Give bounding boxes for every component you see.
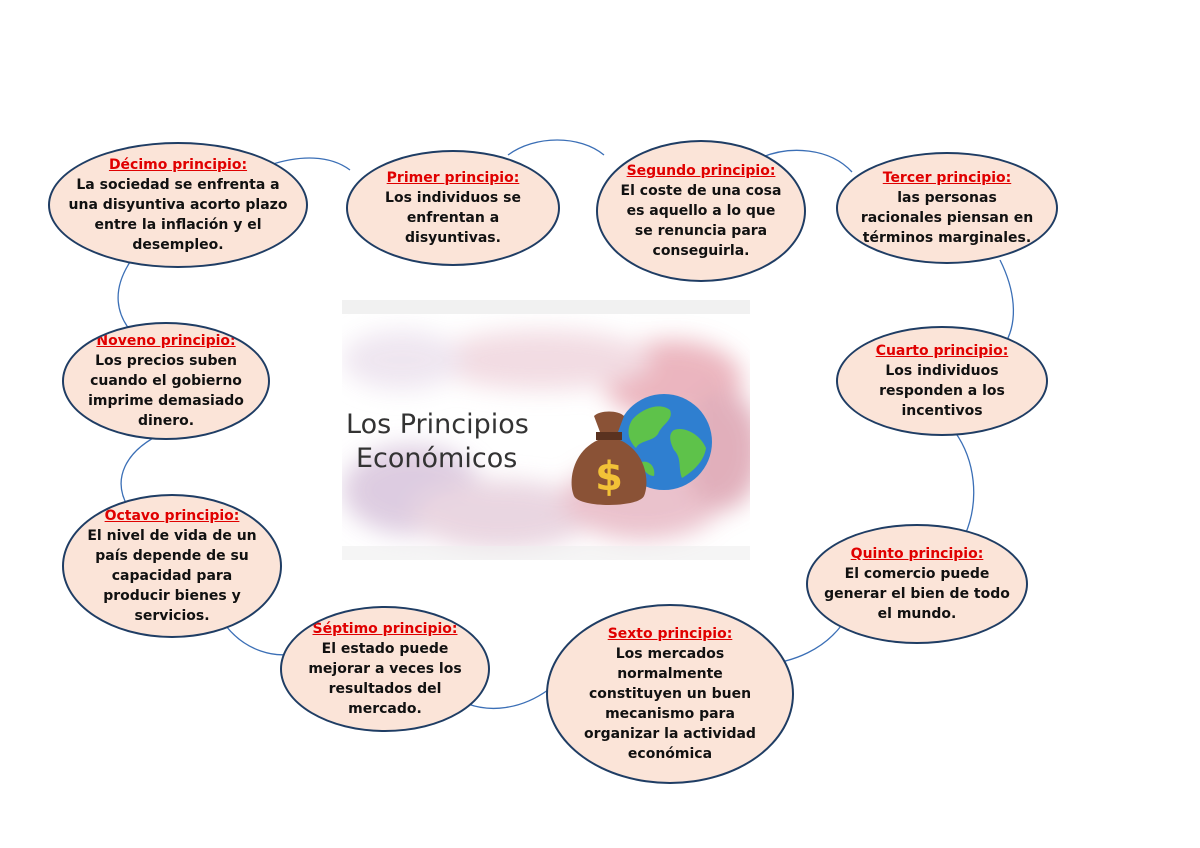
principle-4-text: Los individuos responden a los incentivo… [879,363,1005,419]
principle-10-title: Décimo principio: [108,157,248,173]
money-bag-icon: $ [571,411,647,505]
principle-2: Segundo principio: El coste de una cosa … [596,140,806,282]
principle-5-text: El comercio puede generar el bien de tod… [824,566,1010,622]
principle-6-title: Sexto principio: [607,626,733,642]
principle-4: Cuarto principio: Los individuos respond… [836,326,1048,436]
principle-4-title: Cuarto principio: [875,343,1009,359]
principle-3-title: Tercer principio: [882,170,1012,186]
connector-4-5 [954,431,975,536]
principle-8: Octavo principio: El nivel de vida de un… [62,494,282,638]
central-title: Los Principios Económicos [346,408,529,476]
center-title-image: Los Principios Económicos $ [342,300,750,560]
principle-1-title: Primer principio: [386,170,520,186]
principle-10: Décimo principio: La sociedad se enfrent… [48,142,308,268]
principle-8-text: El nivel de vida de un país depende de s… [87,528,257,624]
principle-2-title: Segundo principio: [626,163,776,179]
connector-6-7 [467,689,549,709]
connector-10-1 [269,157,351,171]
connector-1-2 [507,139,605,156]
principle-5-title: Quinto principio: [850,546,984,562]
principle-7: Séptimo principio: El estado puede mejor… [280,606,490,732]
principle-1-text: Los individuos se enfrentan a disyuntiva… [385,190,521,246]
principle-10-text: La sociedad se enfrenta a una disyuntiva… [68,177,288,253]
principle-6: Sexto principio: Los mercados normalment… [546,604,794,784]
principle-3-text: las personas racionales piensan en térmi… [860,190,1034,246]
svg-text:$: $ [595,454,623,500]
principle-6-text: Los mercados normalmente constituyen un … [584,646,756,762]
principle-3: Tercer principio: las personas racionale… [836,152,1058,264]
principle-5: Quinto principio: El comercio puede gene… [806,524,1028,644]
principle-7-text: El estado puede mejorar a veces los resu… [308,641,462,717]
principle-9-text: Los precios suben cuando el gobierno imp… [88,353,244,429]
central-title-line-2: Económicos [356,443,518,474]
principle-9: Noveno principio: Los precios suben cuan… [62,322,270,440]
principle-7-title: Séptimo principio: [312,621,458,637]
principle-2-text: El coste de una cosa es aquello a lo que… [620,183,782,259]
connector-3-4 [999,259,1015,343]
central-title-line-1: Los Principios [346,409,529,440]
principle-8-title: Octavo principio: [104,508,240,524]
principle-1: Primer principio: Los individuos se enfr… [346,150,560,266]
connector-2-3 [759,149,853,173]
principle-9-title: Noveno principio: [96,333,236,349]
